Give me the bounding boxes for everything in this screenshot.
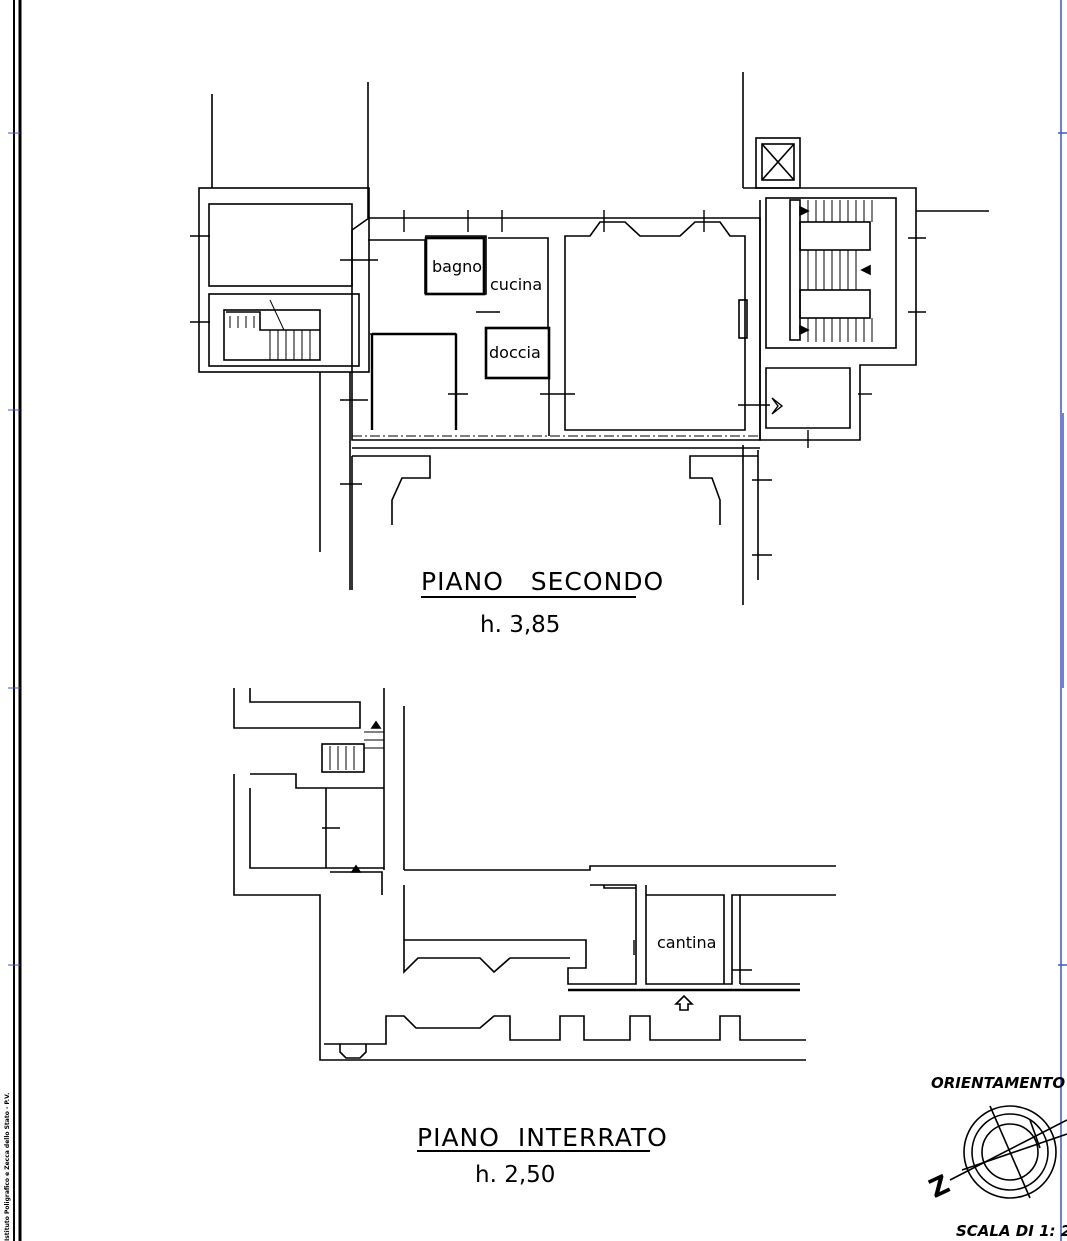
basement-title: PIANO INTERRATO xyxy=(417,1123,668,1152)
north-marker: Z xyxy=(925,1170,955,1205)
second-floor-plan xyxy=(190,72,989,605)
second-floor-height: h. 3,85 xyxy=(480,612,560,638)
compass-rose-icon xyxy=(949,1105,1067,1199)
right-frame xyxy=(1058,0,1067,1241)
second-floor-title: PIANO SECONDO xyxy=(421,567,664,596)
orientation-label: ORIENTAMENTO xyxy=(931,1074,1065,1092)
room-label-shower: doccia xyxy=(489,343,541,362)
sheet-border xyxy=(8,0,22,1241)
scale-label: SCALA DI 1: 2 xyxy=(956,1222,1067,1240)
printer-stamp: Istituto Poligrafico e Zecca dello Stato… xyxy=(4,1093,11,1241)
basement-plan xyxy=(233,688,836,1061)
room-label-kitchen: cucina xyxy=(490,275,542,294)
room-label-bathroom: bagno xyxy=(432,257,482,276)
room-label-cellar: cantina xyxy=(657,933,716,952)
basement-height: h. 2,50 xyxy=(475,1162,555,1188)
